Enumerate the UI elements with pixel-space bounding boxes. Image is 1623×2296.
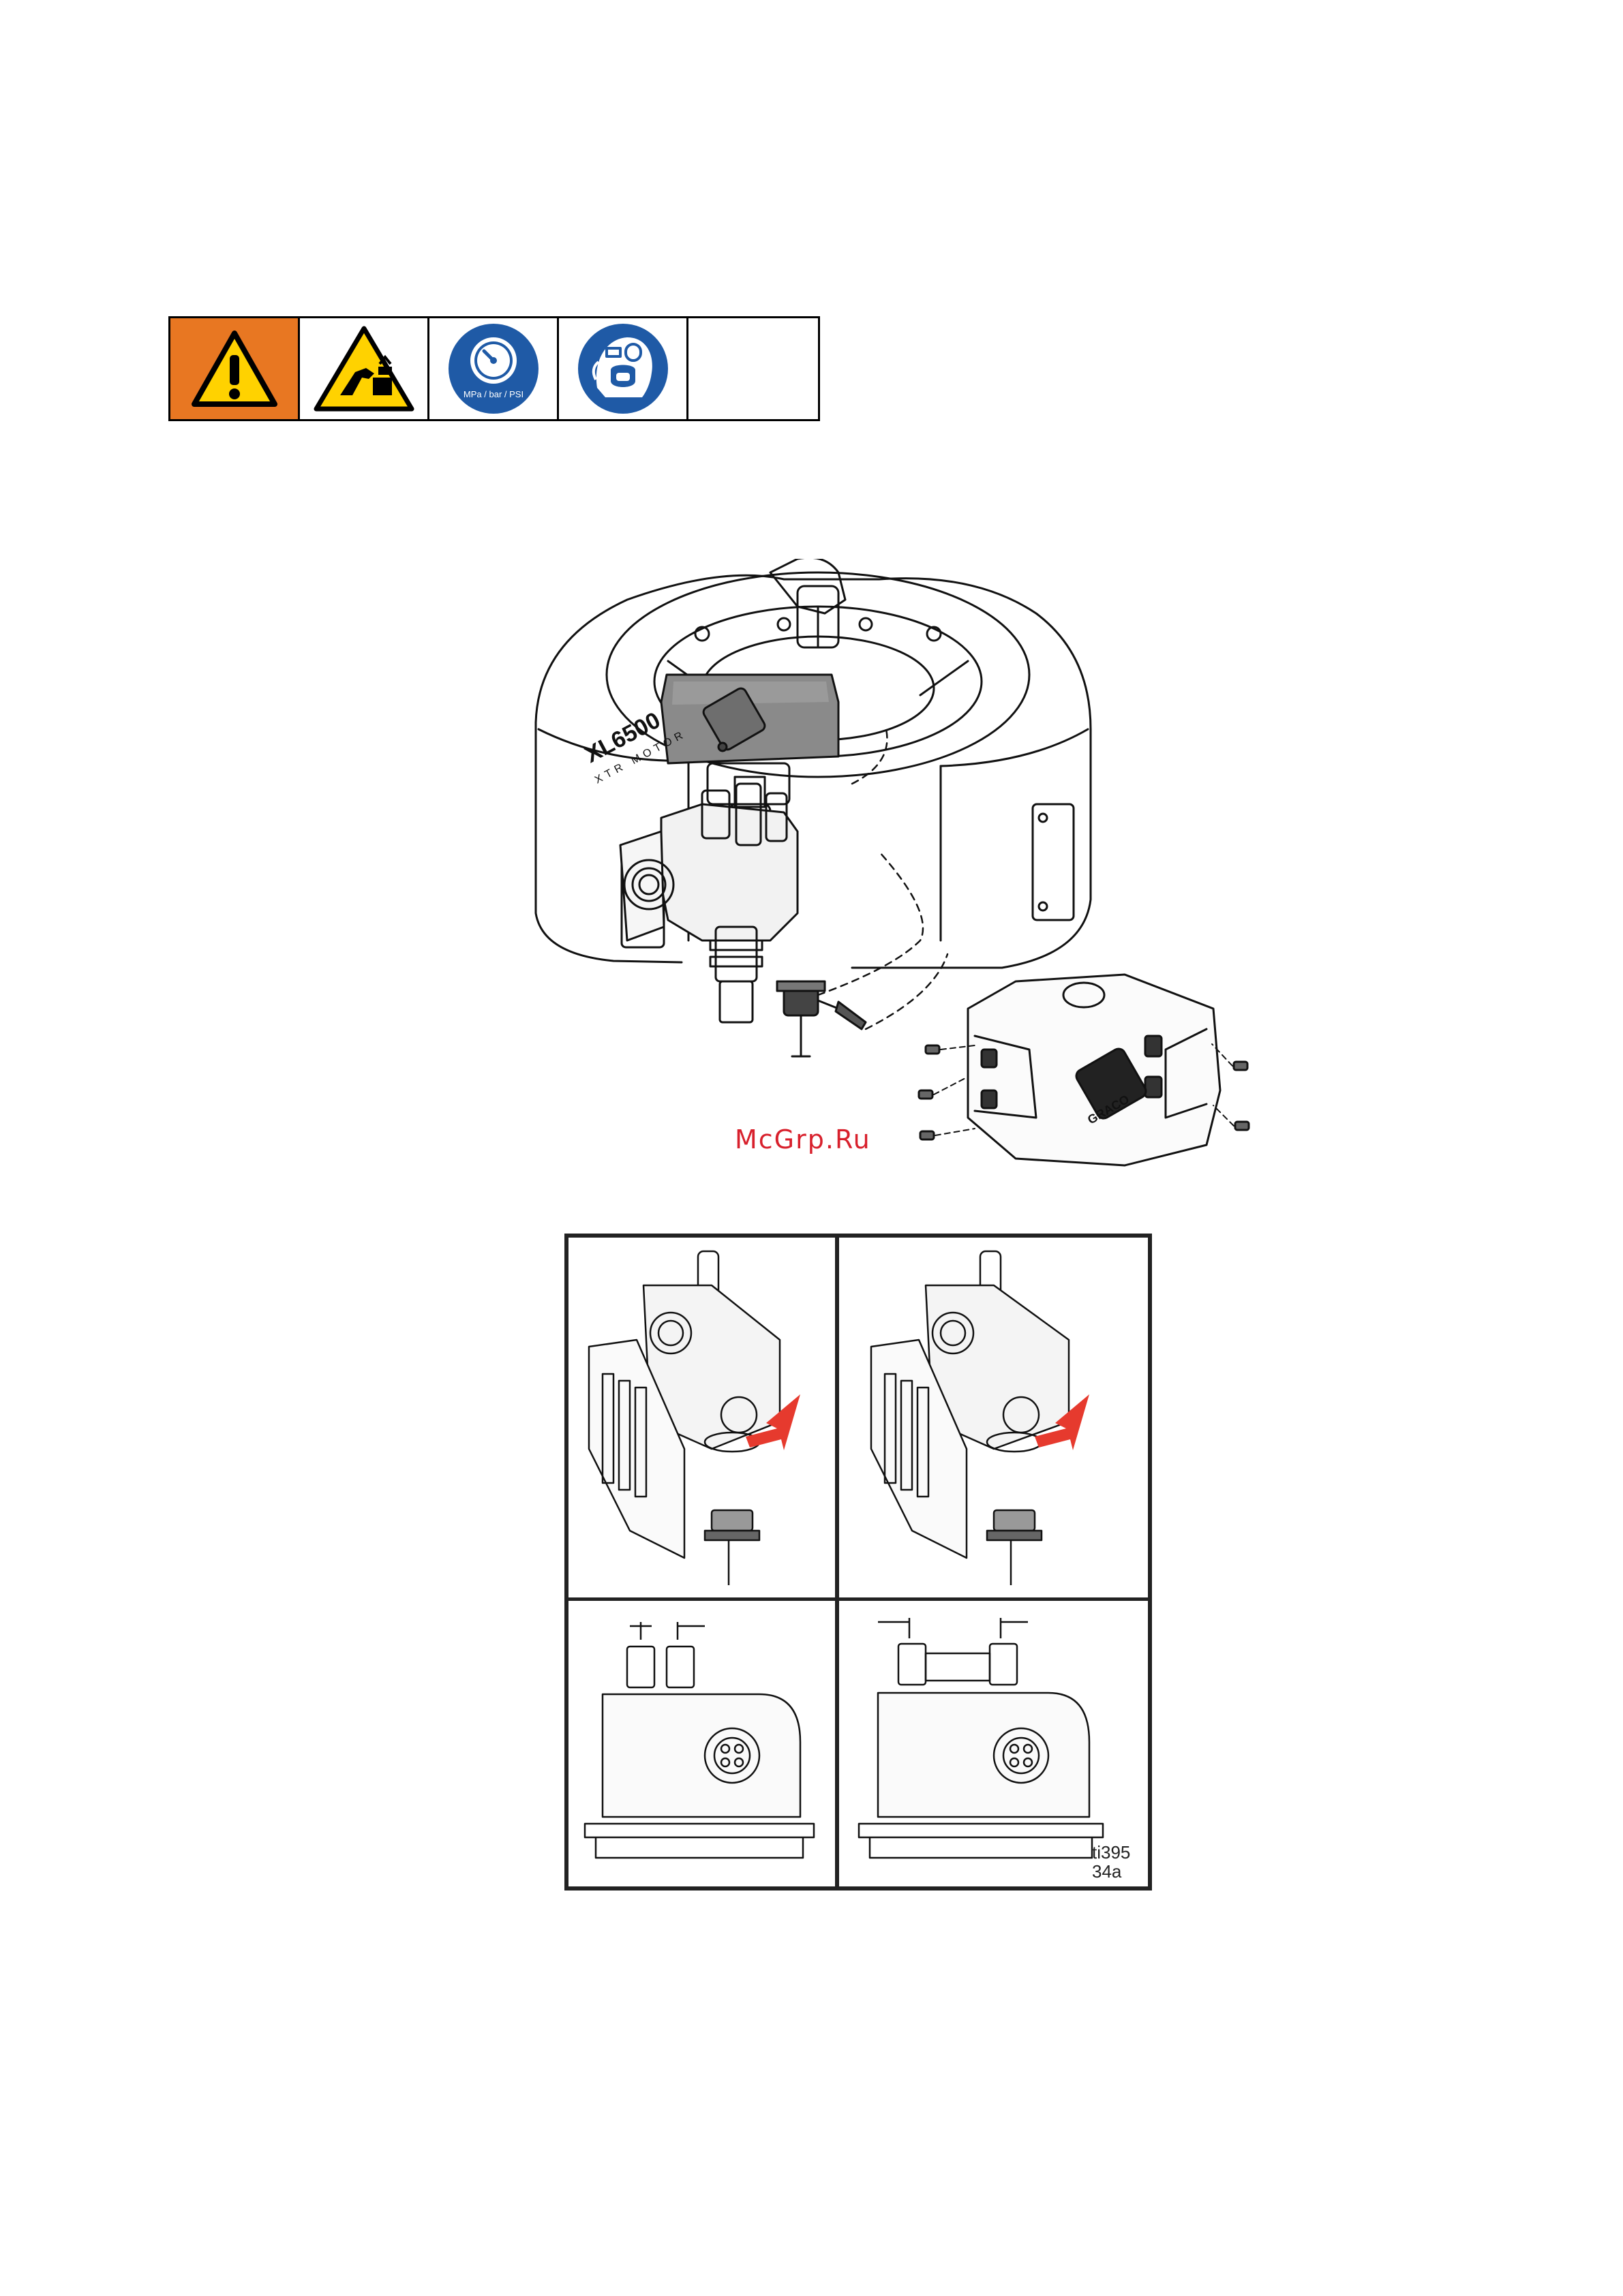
- protective-equipment-icon: [575, 321, 671, 416]
- pressure-relief-icon: MPa / bar / PSI: [446, 321, 541, 416]
- empty-symbol-cell: [688, 318, 818, 419]
- moving-parts-cell: [300, 318, 429, 419]
- moving-parts-hazard-icon: [313, 324, 415, 413]
- protective-equipment-cell: [559, 318, 688, 419]
- motor-right-panel: [1033, 804, 1074, 920]
- warning-icon: [190, 328, 279, 410]
- grid-horizontal-divider: [568, 1597, 1148, 1601]
- sensor-module: [784, 988, 818, 1015]
- grid-vertical-divider: [835, 1238, 839, 1886]
- detail-panel-install-left: [575, 1244, 832, 1593]
- sensor-connector: [836, 1002, 866, 1029]
- detail-panel-sensor-narrow: [575, 1606, 832, 1885]
- pressure-relief-cell: MPa / bar / PSI: [429, 318, 559, 419]
- figure-reference: ti39534a: [1092, 1843, 1133, 1881]
- detail-panel-install-right: [844, 1244, 1144, 1593]
- warning-cell: [170, 318, 300, 419]
- safety-symbol-strip: MPa / bar / PSI: [168, 316, 820, 421]
- pressure-units-label: MPa / bar / PSI: [463, 389, 523, 399]
- watermark: McGrp.Ru: [735, 1124, 871, 1154]
- detail-grid: ti39534a: [564, 1234, 1152, 1891]
- motor-exploded-illustration: XL6500 XTR MOTOR GRACO: [498, 559, 1261, 1234]
